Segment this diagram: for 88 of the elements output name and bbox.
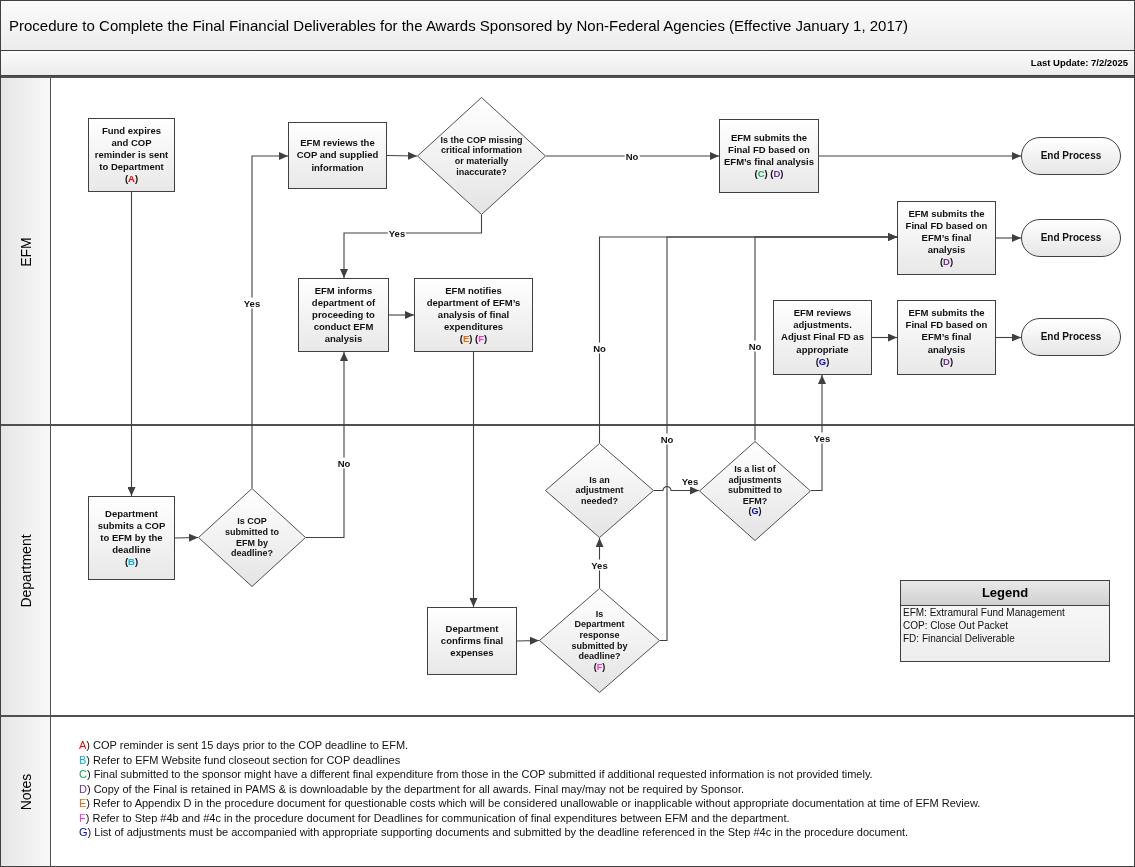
diagram-title: Procedure to Complete the Final Financial Deliverables for the Awards Sponsored by Non-Federal Agencies (Effective January 1, 2017)	[9, 17, 909, 34]
note-text: E) Refer to Appendix D in the procedure document for questionable costs which will be considered unallowable or inapplicable without appropriate documentation at time of EFM Review.	[79, 796, 981, 811]
edge-label: No	[659, 433, 675, 445]
flow-arrow	[754, 233, 898, 442]
node-text: EFM submits the Final FD based on EFM’s final analysis	[904, 207, 989, 257]
lane-title: Department	[17, 534, 34, 608]
edge-label: No	[747, 340, 763, 352]
note-text: F) Refer to Step #4b and #4c in the procedure document for Deadlines for communication of final expenditures between EFM and the department.	[79, 810, 791, 825]
lane-title: EFM	[17, 236, 34, 267]
flow-arrow	[995, 333, 1022, 342]
decision-text: Is the COP missing critical information or materially inaccurate?	[440, 134, 523, 178]
node-text: Department confirms final expenses	[439, 622, 505, 660]
decision-text: Is Department response submitted by deadline?	[570, 608, 629, 662]
flow-arrow	[251, 152, 289, 489]
flow-arrow	[871, 333, 898, 342]
note-reference: (C) (D)	[754, 168, 784, 181]
note-text: C) Final submitted to the sponsor might have a different final expenditure from those in the COP submitted if additional requested information is not provided timely.	[79, 767, 874, 782]
edge-label: Yes	[590, 559, 609, 571]
flow-arrow	[516, 636, 540, 645]
flow-arrow	[469, 351, 478, 608]
node-text: End Process	[1040, 330, 1102, 344]
process-box	[88, 496, 175, 580]
note-text: A) COP reminder is sent 15 days prior to the COP deadline to EFM.	[79, 738, 410, 753]
flow-arrow	[305, 351, 348, 539]
node-text: Department submits a COP to EFM by the deadline	[96, 507, 167, 557]
note-text: B) Refer to EFM Website fund closeout section for COP deadlines	[79, 752, 402, 767]
note-reference: (A)	[124, 173, 139, 186]
node-text: EFM reviews the COP and supplied information	[295, 137, 380, 174]
update-date: Last Update: 7/2/2025	[1030, 57, 1128, 68]
flow-arrow	[127, 191, 136, 497]
legend-item: EFM: Extramural Fund Management	[902, 606, 1066, 619]
swimlane	[1, 716, 1134, 866]
node-text: EFM submits the Final FD based on EFM’s final analysis	[904, 307, 989, 356]
edge-label: Yes	[812, 432, 832, 444]
node-text: EFM informs department of proceeding to conduct EFM analysis	[310, 284, 377, 346]
flow-arrow	[995, 234, 1022, 242]
note-reference: (E) (F)	[459, 333, 488, 346]
node-text: EFM submits the Final FD based on EFM’s final analysis	[724, 131, 814, 169]
process-box	[897, 300, 996, 375]
process-box	[298, 278, 389, 352]
legend-item: COP: Close Out Packet	[902, 619, 1010, 632]
process-box	[773, 300, 872, 375]
flow-arrow	[810, 374, 826, 492]
lane-title: Notes	[17, 773, 34, 810]
terminator	[1021, 137, 1121, 175]
decision-diamond	[539, 588, 660, 693]
flow-arrow	[174, 533, 199, 542]
decision-diamond	[699, 440, 811, 541]
edge-label: No	[592, 342, 607, 354]
edge-label: Yes	[242, 297, 262, 309]
process-box	[88, 118, 175, 192]
note-text: D) Copy of the Final is retained in PAMS & is downloadable by the department for all awards. Final may/may not be required by Sponsor.	[79, 781, 746, 796]
note-reference: (G)	[815, 355, 830, 368]
decision-diamond	[545, 443, 654, 538]
note-reference: (G)	[747, 506, 763, 517]
node-text: EFM reviews adjustments. Adjust Final FD as appropriate	[780, 307, 865, 356]
swimlane	[1, 425, 1134, 716]
edge-label: No	[336, 457, 352, 469]
terminator	[1021, 318, 1121, 356]
flow-arrow	[340, 214, 483, 279]
note-reference: (B)	[124, 556, 139, 569]
note-reference: (F)	[592, 661, 607, 673]
node-text: End Process	[1040, 149, 1102, 163]
decision-text: Is a list of adjustments submitted to EFM?	[727, 463, 783, 507]
process-box	[414, 278, 533, 352]
flow-arrow	[818, 152, 1022, 160]
swimlane	[1, 77, 1134, 425]
decision-text: Is an adjustment needed?	[574, 474, 625, 507]
process-box	[288, 122, 387, 189]
flow-arrow	[545, 152, 720, 160]
process-box	[719, 119, 819, 193]
flow-arrow	[386, 151, 418, 160]
node-text: Fund expires and COP reminder is sent to Department	[93, 124, 170, 174]
note-reference: (D)	[939, 256, 954, 269]
node-text: End Process	[1040, 231, 1102, 245]
terminator	[1021, 219, 1121, 257]
legend-title: Legend	[901, 581, 1109, 606]
process-box	[897, 201, 996, 275]
note-reference: (D)	[939, 355, 954, 368]
legend-item: FD: Financial Deliverable	[902, 632, 1016, 645]
process-box	[427, 607, 517, 675]
decision-text: Is COP submitted to EFM by deadline?	[224, 516, 280, 559]
node-text: EFM notifies department of EFM’s analysis of final expenditures	[425, 284, 522, 334]
flow-arrow	[653, 485, 700, 495]
flow-arrow	[388, 311, 415, 319]
decision-diamond	[417, 97, 546, 215]
decision-diamond	[198, 488, 306, 587]
note-text: G) List of adjustments must be accompanied with appropriate supporting documents and submitted by the deadline referenced in the Step #4c in the procedure document.	[79, 825, 910, 840]
